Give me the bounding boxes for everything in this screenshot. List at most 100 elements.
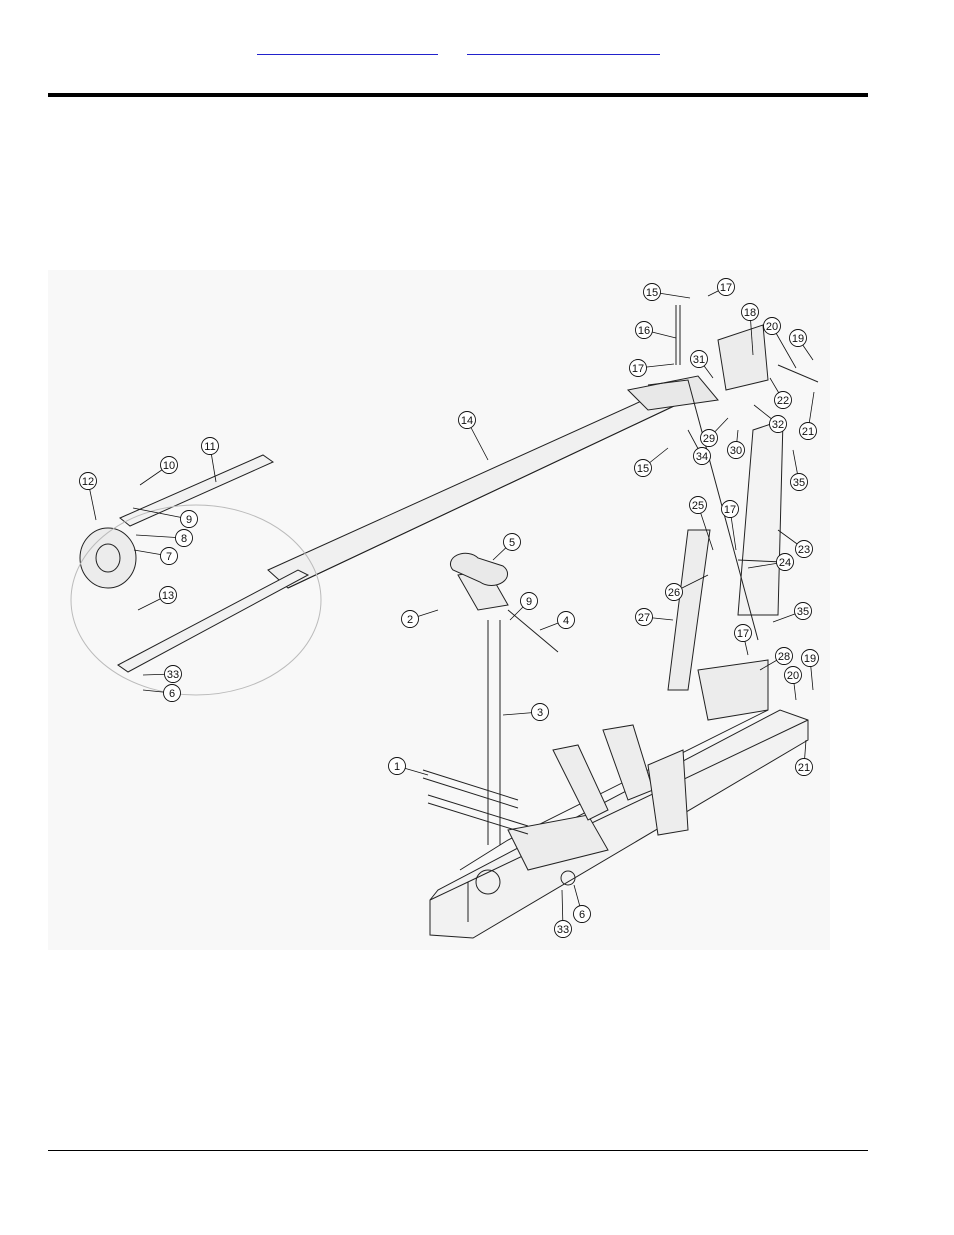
callout-14: 14 <box>458 411 489 461</box>
callout-circle <box>635 321 653 339</box>
callout-34: 34 <box>687 429 711 465</box>
callout-number: 34 <box>696 451 708 463</box>
callout-15: 15 <box>643 283 691 301</box>
callout-21: 21 <box>795 739 813 776</box>
callout-circle <box>801 649 819 667</box>
callout-circle <box>776 553 794 571</box>
callout-circle <box>160 547 178 565</box>
callout-31: 31 <box>690 350 714 379</box>
callout-28: 28 <box>759 647 793 671</box>
callout-number: 5 <box>509 537 515 549</box>
callout-circle <box>164 665 182 683</box>
callout-27: 27 <box>635 608 674 626</box>
callout-number: 29 <box>703 433 715 445</box>
callout-number: 26 <box>668 587 680 599</box>
callout-10: 10 <box>139 456 178 486</box>
callout-17: 17 <box>721 500 739 551</box>
callout-33: 33 <box>554 889 572 938</box>
callout-number: 19 <box>804 653 816 665</box>
callout-number: 17 <box>720 282 732 294</box>
callout-22: 22 <box>769 377 792 409</box>
callout-29: 29 <box>700 417 729 447</box>
callout-1: 1 <box>388 757 429 776</box>
callout-number: 30 <box>730 445 742 457</box>
callout-number: 17 <box>737 628 749 640</box>
callout-circle <box>789 329 807 347</box>
callout-23: 23 <box>777 529 813 558</box>
callout-circle <box>503 533 521 551</box>
callout-number: 25 <box>692 500 704 512</box>
callout-circle <box>635 608 653 626</box>
callout-6: 6 <box>142 684 181 702</box>
callout-circle <box>201 437 219 455</box>
callout-circle <box>784 666 802 684</box>
callout-24: 24 <box>747 553 794 571</box>
callout-number: 28 <box>778 651 790 663</box>
callout-circle <box>458 411 476 429</box>
callout-18: 18 <box>741 303 759 356</box>
callout-30: 30 <box>727 429 745 459</box>
callout-number: 9 <box>186 514 192 526</box>
footer-rule <box>48 1150 868 1151</box>
callout-circle <box>180 510 198 528</box>
callout-11: 11 <box>201 437 219 483</box>
header-link-1[interactable] <box>257 38 438 55</box>
header-rule <box>48 93 868 97</box>
callout-circle <box>690 350 708 368</box>
callout-circle <box>790 473 808 491</box>
callout-circle <box>160 456 178 474</box>
callout-circle <box>520 592 538 610</box>
callout-circle <box>175 529 193 547</box>
callout-number: 2 <box>407 614 413 626</box>
callout-8: 8 <box>135 529 193 547</box>
callout-circle <box>573 905 591 923</box>
callout-number: 10 <box>163 460 175 472</box>
callout-number: 6 <box>169 688 175 700</box>
callout-circle <box>795 540 813 558</box>
callout-number: 20 <box>766 321 778 333</box>
callout-number: 6 <box>579 909 585 921</box>
callout-17: 17 <box>707 278 735 297</box>
callout-number: 12 <box>82 476 94 488</box>
callout-number: 35 <box>797 606 809 618</box>
callout-6: 6 <box>573 884 591 923</box>
leader-line <box>132 507 190 520</box>
callout-number: 7 <box>166 551 172 563</box>
callout-2: 2 <box>401 609 439 628</box>
callout-circle <box>769 415 787 433</box>
callout-circle <box>717 278 735 296</box>
callout-number: 11 <box>204 441 215 453</box>
callout-circle <box>643 283 661 301</box>
callout-number: 1 <box>394 761 400 773</box>
callout-number: 17 <box>632 363 644 375</box>
callout-circle <box>794 602 812 620</box>
callout-number: 22 <box>777 395 789 407</box>
callout-3: 3 <box>502 703 549 721</box>
callout-circle <box>163 684 181 702</box>
callout-25: 25 <box>689 496 714 551</box>
callout-circle <box>727 441 745 459</box>
callout-4: 4 <box>539 611 575 631</box>
callout-circle <box>734 624 752 642</box>
callout-17: 17 <box>629 359 675 377</box>
callout-number: 33 <box>167 669 179 681</box>
callout-19: 19 <box>801 649 819 691</box>
callout-circle <box>554 920 572 938</box>
callout-16: 16 <box>635 321 677 339</box>
callout-13: 13 <box>137 586 177 611</box>
callout-circle <box>741 303 759 321</box>
callout-12: 12 <box>79 472 97 521</box>
callout-26: 26 <box>665 574 709 601</box>
callout-5: 5 <box>492 533 521 561</box>
callout-9: 9 <box>509 592 538 621</box>
callout-circle <box>721 500 739 518</box>
callout-circle <box>774 391 792 409</box>
callout-number: 21 <box>798 762 810 774</box>
callout-circle <box>799 422 817 440</box>
callout-circle <box>693 447 711 465</box>
header-link-2[interactable] <box>467 38 660 55</box>
callout-33: 33 <box>142 665 182 683</box>
callout-number: 19 <box>792 333 804 345</box>
callout-circle <box>159 586 177 604</box>
callout-circle <box>795 758 813 776</box>
